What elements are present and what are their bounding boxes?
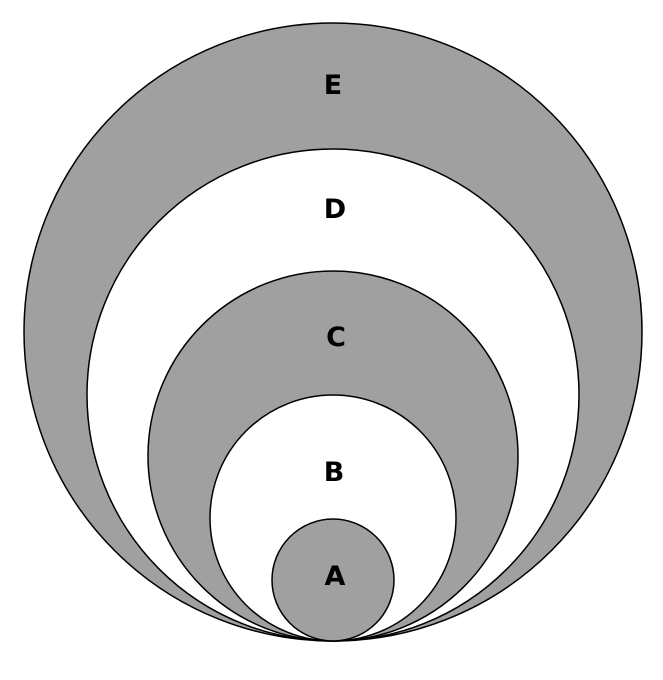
label-b: B	[324, 457, 345, 488]
circle-a	[271, 518, 395, 642]
label-d: D	[324, 194, 346, 225]
label-c: C	[326, 322, 346, 353]
circle-a-shape	[271, 518, 395, 642]
label-a: A	[325, 561, 346, 592]
label-e: E	[324, 70, 342, 101]
